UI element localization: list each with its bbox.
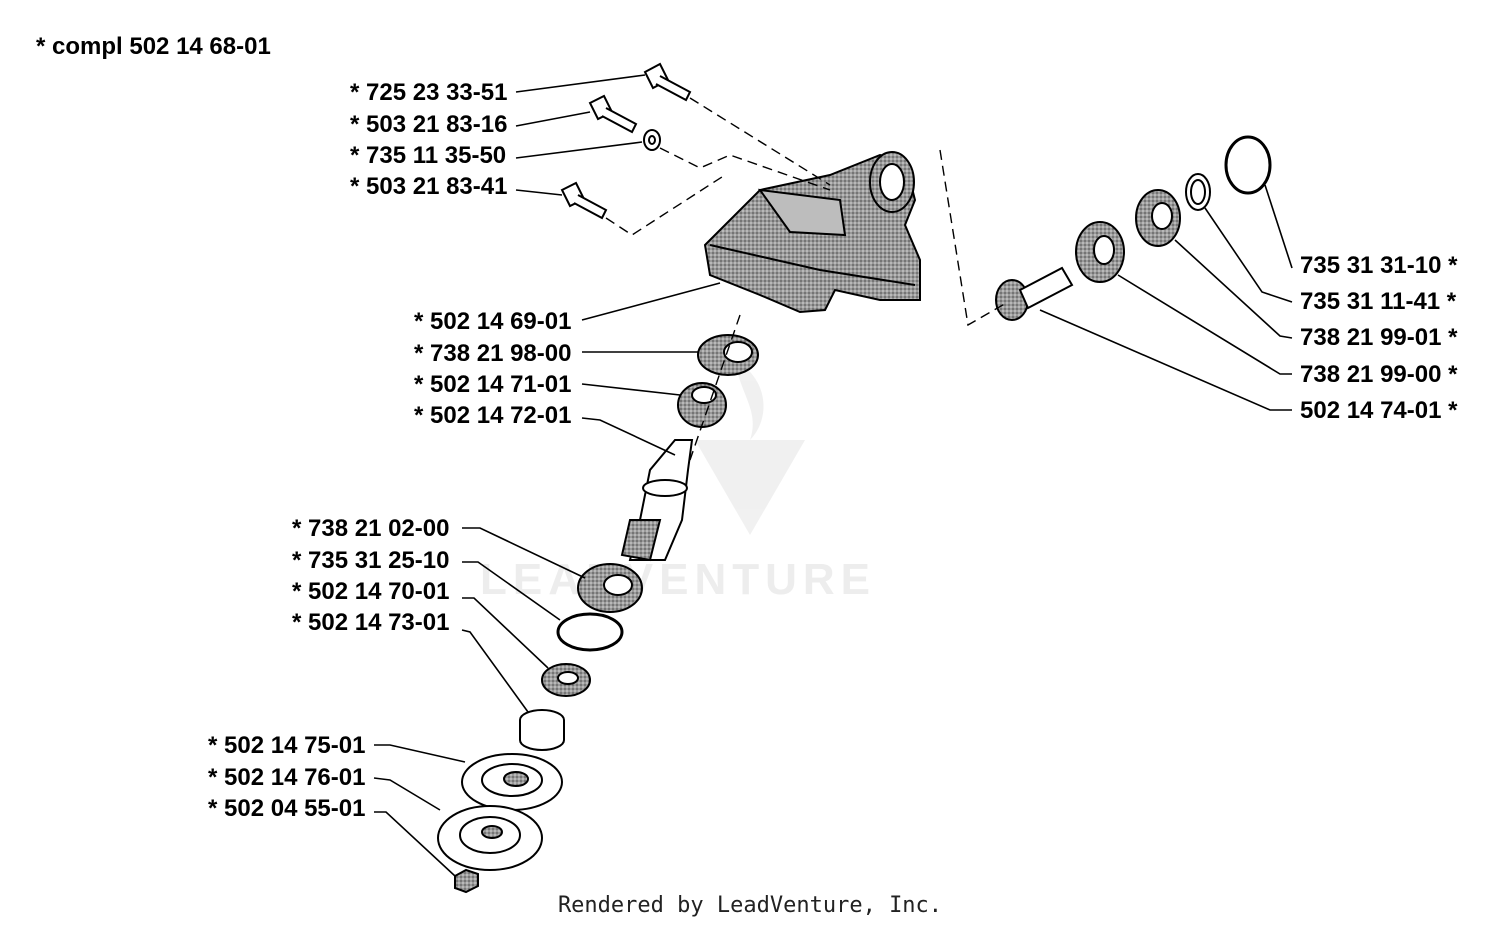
watermark-logo (695, 360, 805, 535)
bolt-503-21-83-16 (588, 94, 638, 134)
watermark-text: LEADVENTURE (480, 555, 877, 604)
bolt-725-23-33-51 (643, 62, 692, 102)
callout-502-14-72-01[interactable]: * 502 14 72-01 (414, 402, 572, 429)
gear-housing (703, 151, 921, 314)
callout-502-14-74-01[interactable]: 502 14 74-01 * (1300, 397, 1458, 424)
callout-735-31-25-10[interactable]: * 735 31 25-10 (292, 547, 450, 574)
callout-735-31-11-41[interactable]: 735 31 11-41 * (1300, 288, 1457, 315)
bearing-738-21-98-00 (697, 334, 759, 376)
circlip-735-31-25-10 (556, 612, 624, 652)
disc-502-14-75-01 (461, 753, 563, 811)
callout-738-21-98-00[interactable]: * 738 21 98-00 (414, 340, 572, 367)
circlip-735-31-31-10 (1224, 135, 1272, 195)
callout-503-21-83-41[interactable]: * 503 21 83-41 (350, 173, 508, 200)
nut-502-04-55-01 (454, 868, 479, 894)
washer-735-11-35-50 (643, 129, 661, 151)
spacer-735-31-11-41 (1185, 173, 1211, 211)
bearing-502-14-70-01 (541, 663, 591, 697)
callout-725-23-33-51[interactable]: * 725 23 33-51 (350, 79, 508, 106)
callout-738-21-02-00[interactable]: * 738 21 02-00 (292, 515, 450, 542)
callout-735-11-35-50[interactable]: * 735 11 35-50 (350, 142, 507, 169)
callout-502-04-55-01[interactable]: * 502 04 55-01 (208, 795, 366, 822)
render-credit: Rendered by LeadVenture, Inc. (557, 893, 943, 918)
bearing-738-21-99-00 (1075, 221, 1125, 283)
bearing-738-21-99-01 (1135, 189, 1181, 247)
callout-738-21-99-00[interactable]: 738 21 99-00 * (1300, 361, 1458, 388)
assembly-lines (605, 97, 1009, 461)
bolt-503-21-83-41 (560, 181, 608, 220)
leader-lines (373, 74, 1293, 877)
shaft-502-14-72-01 (620, 439, 694, 562)
callout-735-31-31-10[interactable]: 735 31 31-10 * (1300, 252, 1458, 279)
callout-502-14-73-01[interactable]: * 502 14 73-01 (292, 609, 450, 636)
callout-502-14-76-01[interactable]: * 502 14 76-01 (208, 764, 366, 791)
callout-502-14-75-01[interactable]: * 502 14 75-01 (208, 732, 366, 759)
callout-503-21-83-16[interactable]: * 503 21 83-16 (350, 111, 508, 138)
callout-502-14-69-01[interactable]: * 502 14 69-01 (414, 308, 572, 335)
callout-502-14-71-01[interactable]: * 502 14 71-01 (414, 371, 572, 398)
pinion-502-14-74-01 (995, 266, 1074, 321)
gear-502-14-71-01 (677, 382, 727, 428)
callout-738-21-99-01[interactable]: 738 21 99-01 * (1300, 324, 1458, 351)
bearing-738-21-02-00 (577, 563, 643, 613)
bushing-502-14-73-01 (519, 709, 565, 751)
assembly-number: * compl 502 14 68-01 (36, 33, 271, 60)
disc-502-14-76-01 (437, 805, 543, 871)
callout-502-14-70-01[interactable]: * 502 14 70-01 (292, 578, 450, 605)
